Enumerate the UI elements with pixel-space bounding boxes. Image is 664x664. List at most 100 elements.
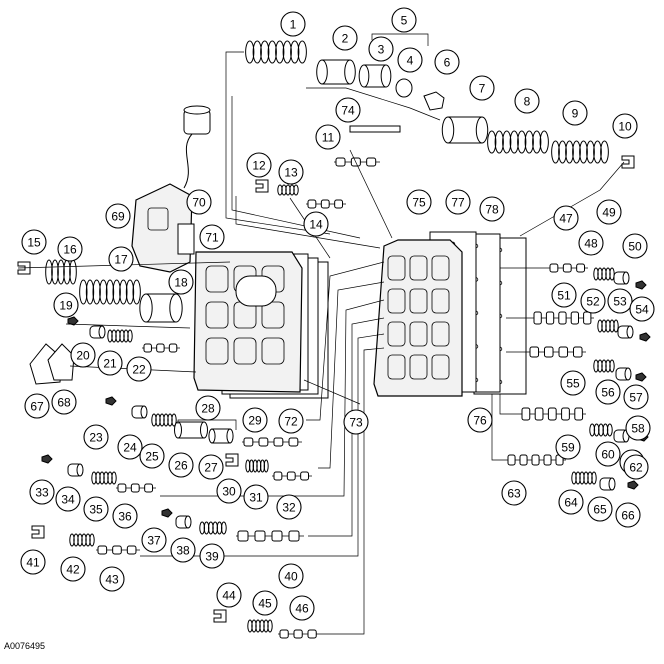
valve-40-land bbox=[271, 530, 283, 542]
upper-valve-body bbox=[193, 251, 303, 393]
callout-circle bbox=[562, 100, 588, 126]
lower-body-cavity bbox=[387, 255, 406, 281]
spring-42-coil bbox=[89, 533, 95, 547]
callout-circle bbox=[623, 454, 649, 480]
callout-circle bbox=[83, 424, 109, 450]
lower-body-cavity bbox=[387, 321, 406, 347]
leader-right-5 bbox=[491, 394, 506, 461]
callout-circle bbox=[57, 236, 83, 262]
plug-38-face bbox=[184, 515, 192, 529]
callout-number: 67 bbox=[30, 400, 44, 414]
valve-55-land bbox=[544, 346, 554, 358]
callout-17: 17 bbox=[108, 246, 134, 272]
callout-number: 63 bbox=[507, 487, 521, 501]
plug-49-face bbox=[622, 271, 630, 285]
piston-7 bbox=[441, 116, 489, 144]
callout-circle bbox=[595, 441, 621, 467]
clip-74 bbox=[349, 125, 401, 133]
callout-number: 64 bbox=[564, 496, 578, 510]
callout-number: 47 bbox=[559, 212, 573, 226]
callout-33: 33 bbox=[29, 479, 55, 505]
spring-8-coil bbox=[502, 130, 512, 154]
callout-circle bbox=[216, 582, 242, 608]
callout-circle bbox=[243, 484, 269, 510]
callout-50: 50 bbox=[622, 233, 648, 259]
clip-66 bbox=[627, 480, 639, 490]
callout-number: 24 bbox=[123, 441, 137, 455]
clip-23 bbox=[105, 396, 117, 406]
spring-25 bbox=[151, 413, 177, 427]
valve-63-land bbox=[507, 454, 516, 466]
valve-22-land bbox=[156, 343, 165, 353]
callout-55: 55 bbox=[560, 370, 586, 396]
valve-59-land bbox=[561, 407, 570, 421]
callout-circle bbox=[126, 356, 152, 382]
valve-43 bbox=[96, 545, 140, 555]
callout-circle bbox=[20, 549, 46, 575]
callout-number: 25 bbox=[145, 450, 159, 464]
spring-42 bbox=[69, 533, 95, 547]
valve-22-land bbox=[168, 343, 178, 353]
retainer-41-shape bbox=[31, 525, 45, 539]
callout-circle bbox=[445, 189, 471, 215]
valve-46 bbox=[278, 629, 320, 639]
leader-main-b bbox=[349, 149, 393, 239]
callout-circle bbox=[467, 407, 493, 433]
callout-circle bbox=[625, 415, 651, 441]
callout-circle bbox=[332, 25, 358, 51]
piston-2-end-left bbox=[316, 59, 328, 85]
callout-14: 14 bbox=[303, 211, 329, 237]
callout-number: 45 bbox=[258, 597, 272, 611]
callout-circle bbox=[170, 537, 196, 563]
plug-49 bbox=[613, 271, 630, 285]
callout-number: 77 bbox=[451, 196, 465, 210]
leader-lower-2 bbox=[318, 281, 385, 469]
callout-number: 28 bbox=[201, 402, 215, 416]
callout-number: 13 bbox=[284, 166, 298, 180]
callout-circle bbox=[216, 478, 242, 504]
callout-75: 75 bbox=[406, 189, 432, 215]
callout-11: 11 bbox=[315, 124, 341, 150]
callout-24: 24 bbox=[117, 434, 143, 460]
lower-body-cavity bbox=[387, 354, 406, 380]
callout-8: 8 bbox=[514, 88, 540, 114]
callout-number: 3 bbox=[378, 43, 385, 57]
callout-60: 60 bbox=[595, 441, 621, 467]
valve-40-land bbox=[288, 530, 300, 542]
lower-body-cavity bbox=[409, 354, 428, 380]
valve-47-land bbox=[549, 263, 559, 273]
callout-23: 23 bbox=[83, 424, 109, 450]
upper-body-cavity bbox=[233, 337, 257, 365]
spring-17-coil bbox=[119, 279, 128, 305]
upper-body-cavity bbox=[261, 301, 285, 329]
accumulator-piston-18-end-right bbox=[169, 293, 183, 323]
retainer-41 bbox=[31, 525, 45, 539]
clip-37 bbox=[161, 508, 173, 518]
callout-37: 37 bbox=[141, 527, 167, 553]
callout-70: 70 bbox=[186, 189, 212, 215]
valve-47-land bbox=[576, 263, 586, 273]
callout-68: 68 bbox=[51, 389, 77, 415]
spring-21 bbox=[107, 329, 133, 343]
lower-body-cavity bbox=[431, 255, 450, 281]
retainer-12-shape bbox=[255, 179, 269, 193]
spring-39-coil bbox=[220, 521, 227, 535]
callout-number: 48 bbox=[584, 237, 598, 251]
leader-lower-6 bbox=[320, 347, 385, 635]
callout-5: 5 bbox=[391, 7, 417, 33]
valve-59 bbox=[520, 407, 586, 421]
callout-circle bbox=[105, 203, 131, 229]
plug-24 bbox=[131, 405, 148, 419]
callout-6: 6 bbox=[434, 49, 460, 75]
callout-number: 40 bbox=[284, 570, 298, 584]
callout-number: 76 bbox=[473, 414, 487, 428]
spring-9-coil bbox=[579, 140, 588, 164]
callout-circle bbox=[580, 288, 606, 314]
callout-19: 19 bbox=[53, 292, 79, 318]
callout-circle bbox=[368, 36, 394, 62]
valve-11 bbox=[334, 157, 380, 167]
callout-number: 29 bbox=[248, 414, 262, 428]
clip-33 bbox=[41, 454, 53, 464]
callout-number: 49 bbox=[602, 206, 616, 220]
